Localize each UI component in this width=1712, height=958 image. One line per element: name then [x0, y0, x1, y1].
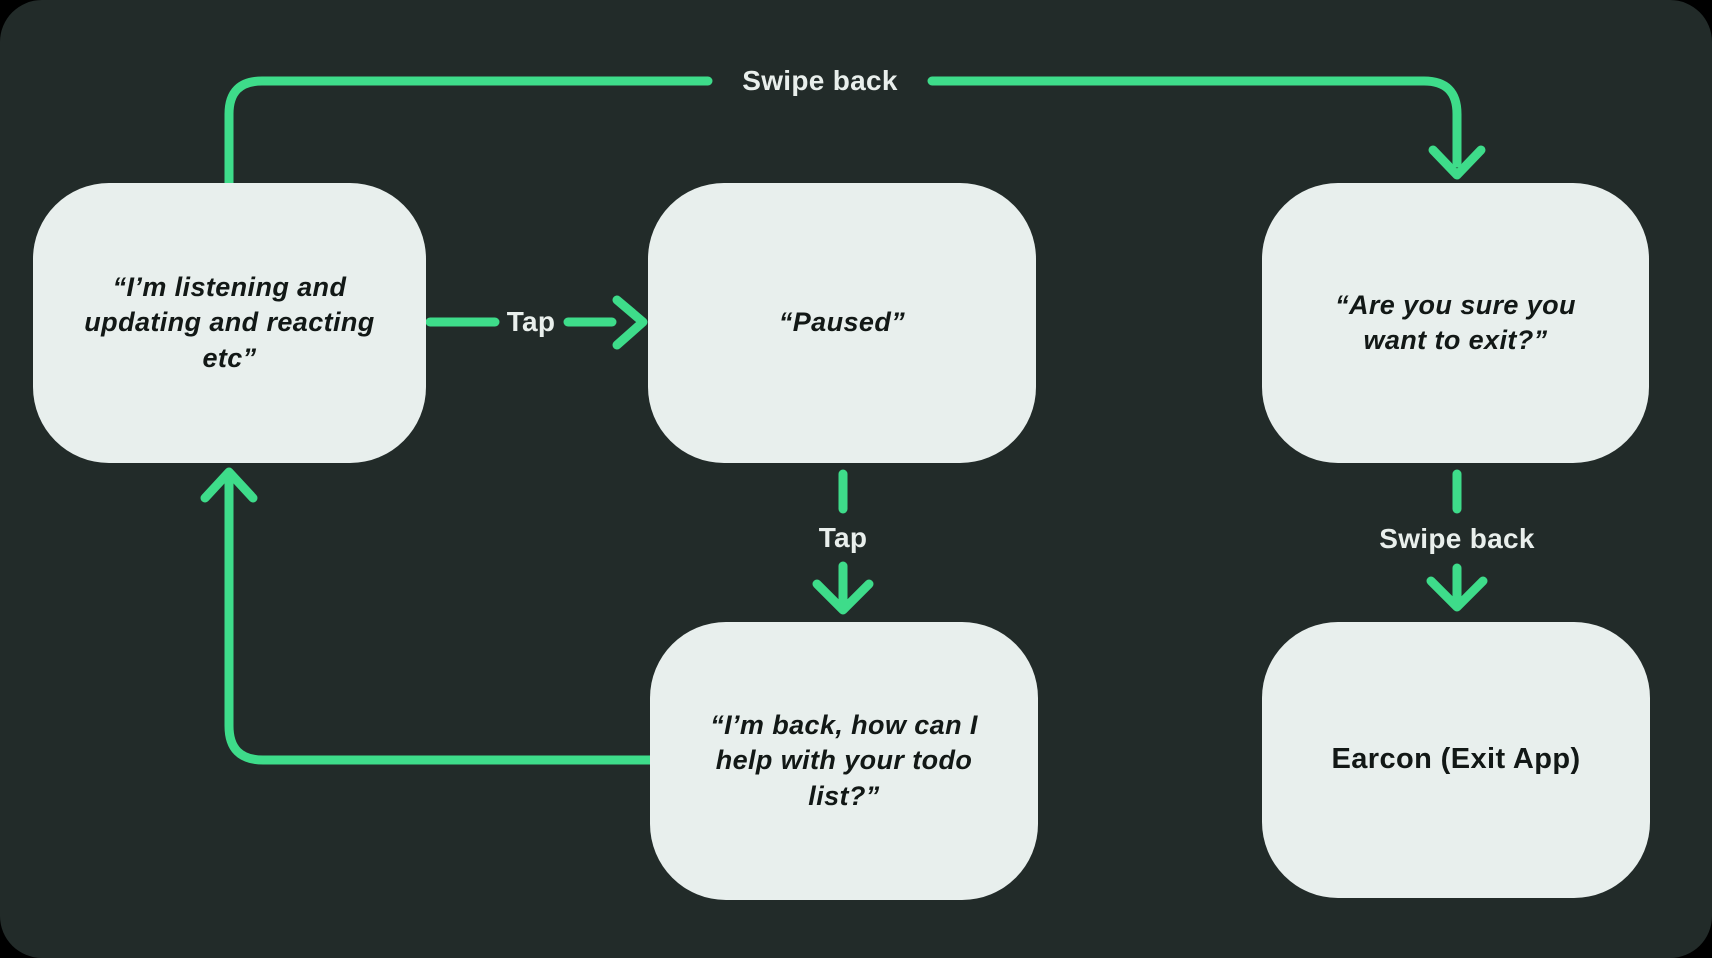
edge-return-loop-arrowhead-icon: [200, 467, 258, 503]
edge-label-swipe-back-vertical: Swipe back: [1379, 523, 1535, 554]
edge-swipe-back-top-arrowhead-icon: [1428, 145, 1486, 180]
node-im-back: “I’m back, how can I help with your todo…: [650, 622, 1038, 900]
node-earcon-text: Earcon (Exit App): [1331, 743, 1581, 776]
edge-tap-horizontal-arrowhead-icon: [612, 295, 648, 350]
node-listening: “I’m listening and updating and reacting…: [33, 183, 426, 463]
edge-return-loop-segment: [224, 472, 655, 765]
edge-swipe-back-top-left-segment: [224, 76, 713, 190]
node-im-back-text: “I’m back, how can I help with your todo…: [710, 710, 978, 811]
edge-label-swipe-back-top: Swipe back: [742, 65, 898, 96]
edge-swipe-back-vertical-arrowhead-icon: [1426, 576, 1488, 612]
node-paused-text: “Paused”: [778, 307, 906, 338]
node-earcon: Earcon (Exit App): [1262, 622, 1650, 898]
edge-tap-vertical-arrowhead-icon: [812, 579, 874, 615]
node-paused: “Paused”: [648, 183, 1036, 463]
edge-label-tap-vertical: Tap: [818, 522, 868, 553]
node-exit-confirm-text: “Are you sure you want to exit?”: [1335, 289, 1576, 355]
edge-swipe-back-top-right-segment: [927, 76, 1462, 168]
node-listening-text: “I’m listening and updating and reacting…: [84, 272, 375, 373]
node-exit-confirm: “Are you sure you want to exit?”: [1262, 183, 1649, 463]
edge-label-tap-horizontal: Tap: [506, 306, 556, 337]
